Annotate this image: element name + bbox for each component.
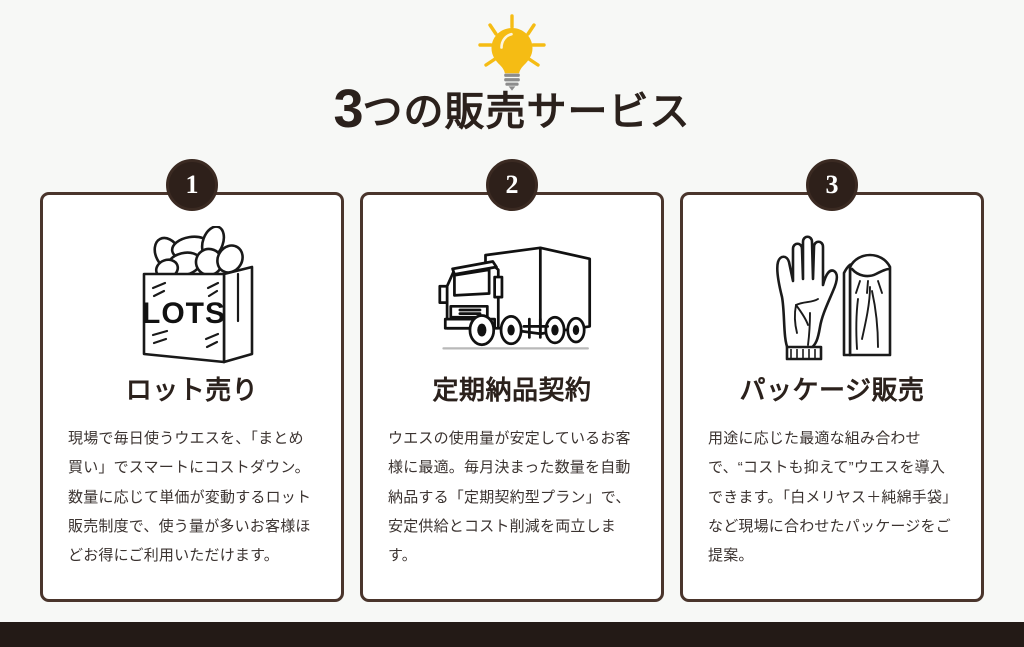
page-title: 3つの販売サービス <box>0 82 1024 136</box>
page-title-number: 3 <box>333 79 363 139</box>
page-title-rest: つの販売サービス <box>362 90 691 134</box>
paper-bag-of-rags-icon: LOTS <box>107 226 277 369</box>
card-body-text: ウエスの使用量が安定しているお客様に最適。毎月決まった数量を自動納品する「定期契… <box>388 430 631 565</box>
service-card-list: 1 <box>40 159 984 602</box>
bottom-accent-bar <box>0 622 1024 647</box>
card-number-badge: 2 <box>486 159 538 211</box>
service-card-lot-sales[interactable]: 1 <box>40 159 344 602</box>
card-title: 定期納品契約 <box>432 375 592 405</box>
service-card-scheduled-delivery[interactable]: 2 <box>360 159 664 602</box>
glove-and-package-icon <box>747 229 917 369</box>
card-body-text: 用途に応じた最適な組み合わせで、“コストも抑えて”ウエスを導入できます。「白メリ… <box>708 430 951 565</box>
bag-label: LOTS <box>142 297 226 330</box>
card-number-badge: 1 <box>166 159 218 211</box>
delivery-truck-icon <box>427 229 597 369</box>
page-header: 3つの販売サービス <box>0 0 1024 160</box>
service-card-package-sales[interactable]: 3 <box>680 159 984 602</box>
card-body-text: 現場で毎日使うウエスを、「まとめ買い」でスマートにコストダウン。数量に応じて単価… <box>68 430 312 565</box>
lightbulb-icon <box>470 14 554 92</box>
card-title: パッケージ販売 <box>739 375 925 405</box>
card-number-badge: 3 <box>806 159 858 211</box>
card-title: ロット売り <box>125 375 259 405</box>
